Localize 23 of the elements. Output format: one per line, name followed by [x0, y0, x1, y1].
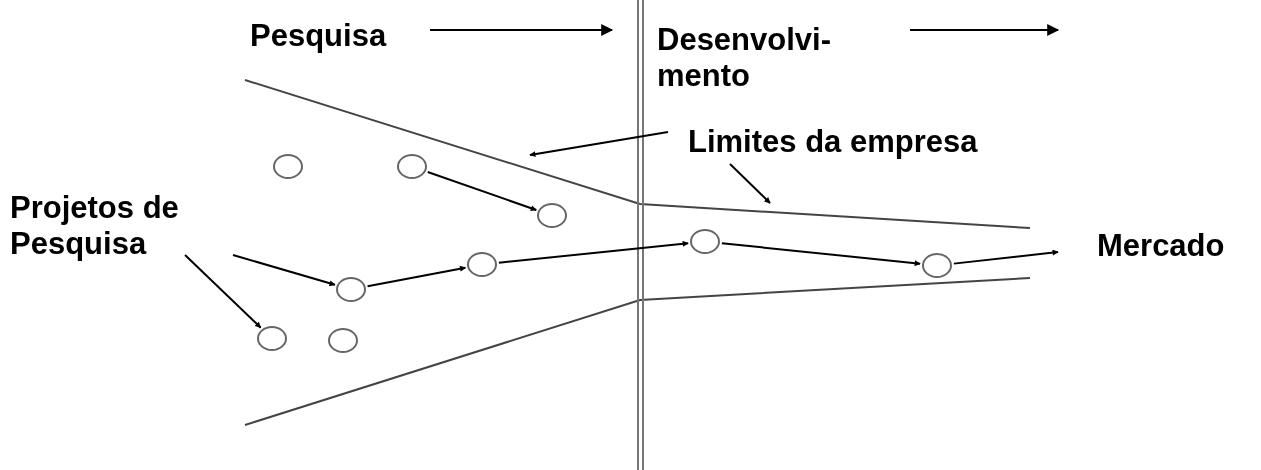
circle-marker — [336, 277, 366, 302]
arrow — [720, 242, 922, 267]
phase-label: Desenvolvi- mento — [657, 22, 832, 94]
leader-line — [729, 163, 771, 204]
circle-marker — [257, 326, 287, 351]
circle-marker — [690, 229, 720, 254]
text-label: Mercado — [1097, 228, 1257, 264]
callout-text: Projetos de Pesquisa — [10, 190, 235, 262]
arrow — [366, 265, 467, 288]
circle-marker — [328, 328, 358, 353]
arrow — [497, 240, 690, 264]
leader-line — [529, 131, 669, 158]
circle-marker — [397, 154, 427, 179]
circle-marker — [922, 253, 952, 278]
arrow — [426, 171, 538, 212]
arrow — [952, 249, 1059, 265]
phase-label: Pesquisa — [250, 18, 388, 54]
circle-marker — [273, 154, 303, 179]
callout-text: Limites da empresa — [688, 124, 1068, 160]
circle-marker — [467, 252, 497, 277]
arrow — [184, 254, 262, 329]
arrow — [232, 254, 336, 287]
circle-marker — [537, 203, 567, 228]
